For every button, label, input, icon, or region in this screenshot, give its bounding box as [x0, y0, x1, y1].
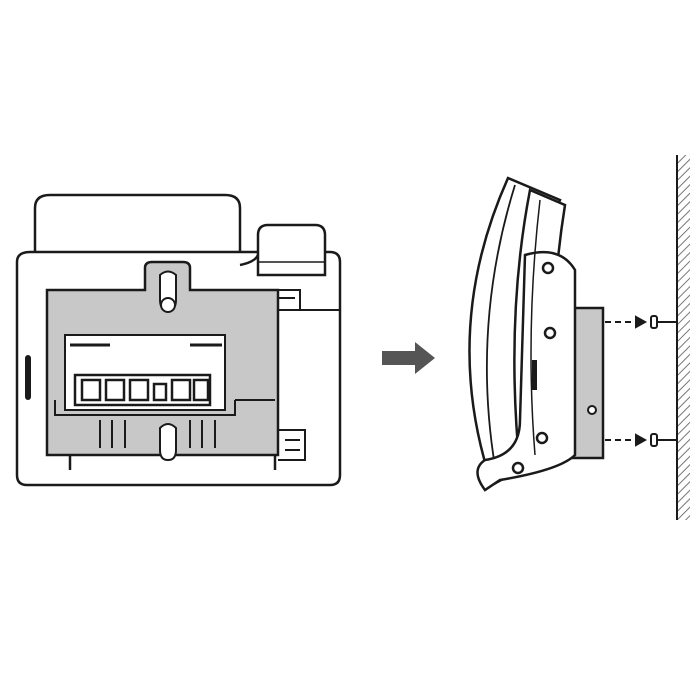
phone-back-view	[15, 193, 342, 487]
screw-icon	[650, 433, 677, 447]
screw-icon	[650, 315, 677, 329]
port-row	[73, 373, 212, 407]
arrow-right-icon	[382, 342, 435, 374]
handset	[33, 193, 242, 267]
phone-side-view	[468, 176, 605, 492]
screw-guides	[605, 315, 648, 447]
handset-cradle	[256, 223, 327, 277]
wall	[676, 155, 690, 520]
